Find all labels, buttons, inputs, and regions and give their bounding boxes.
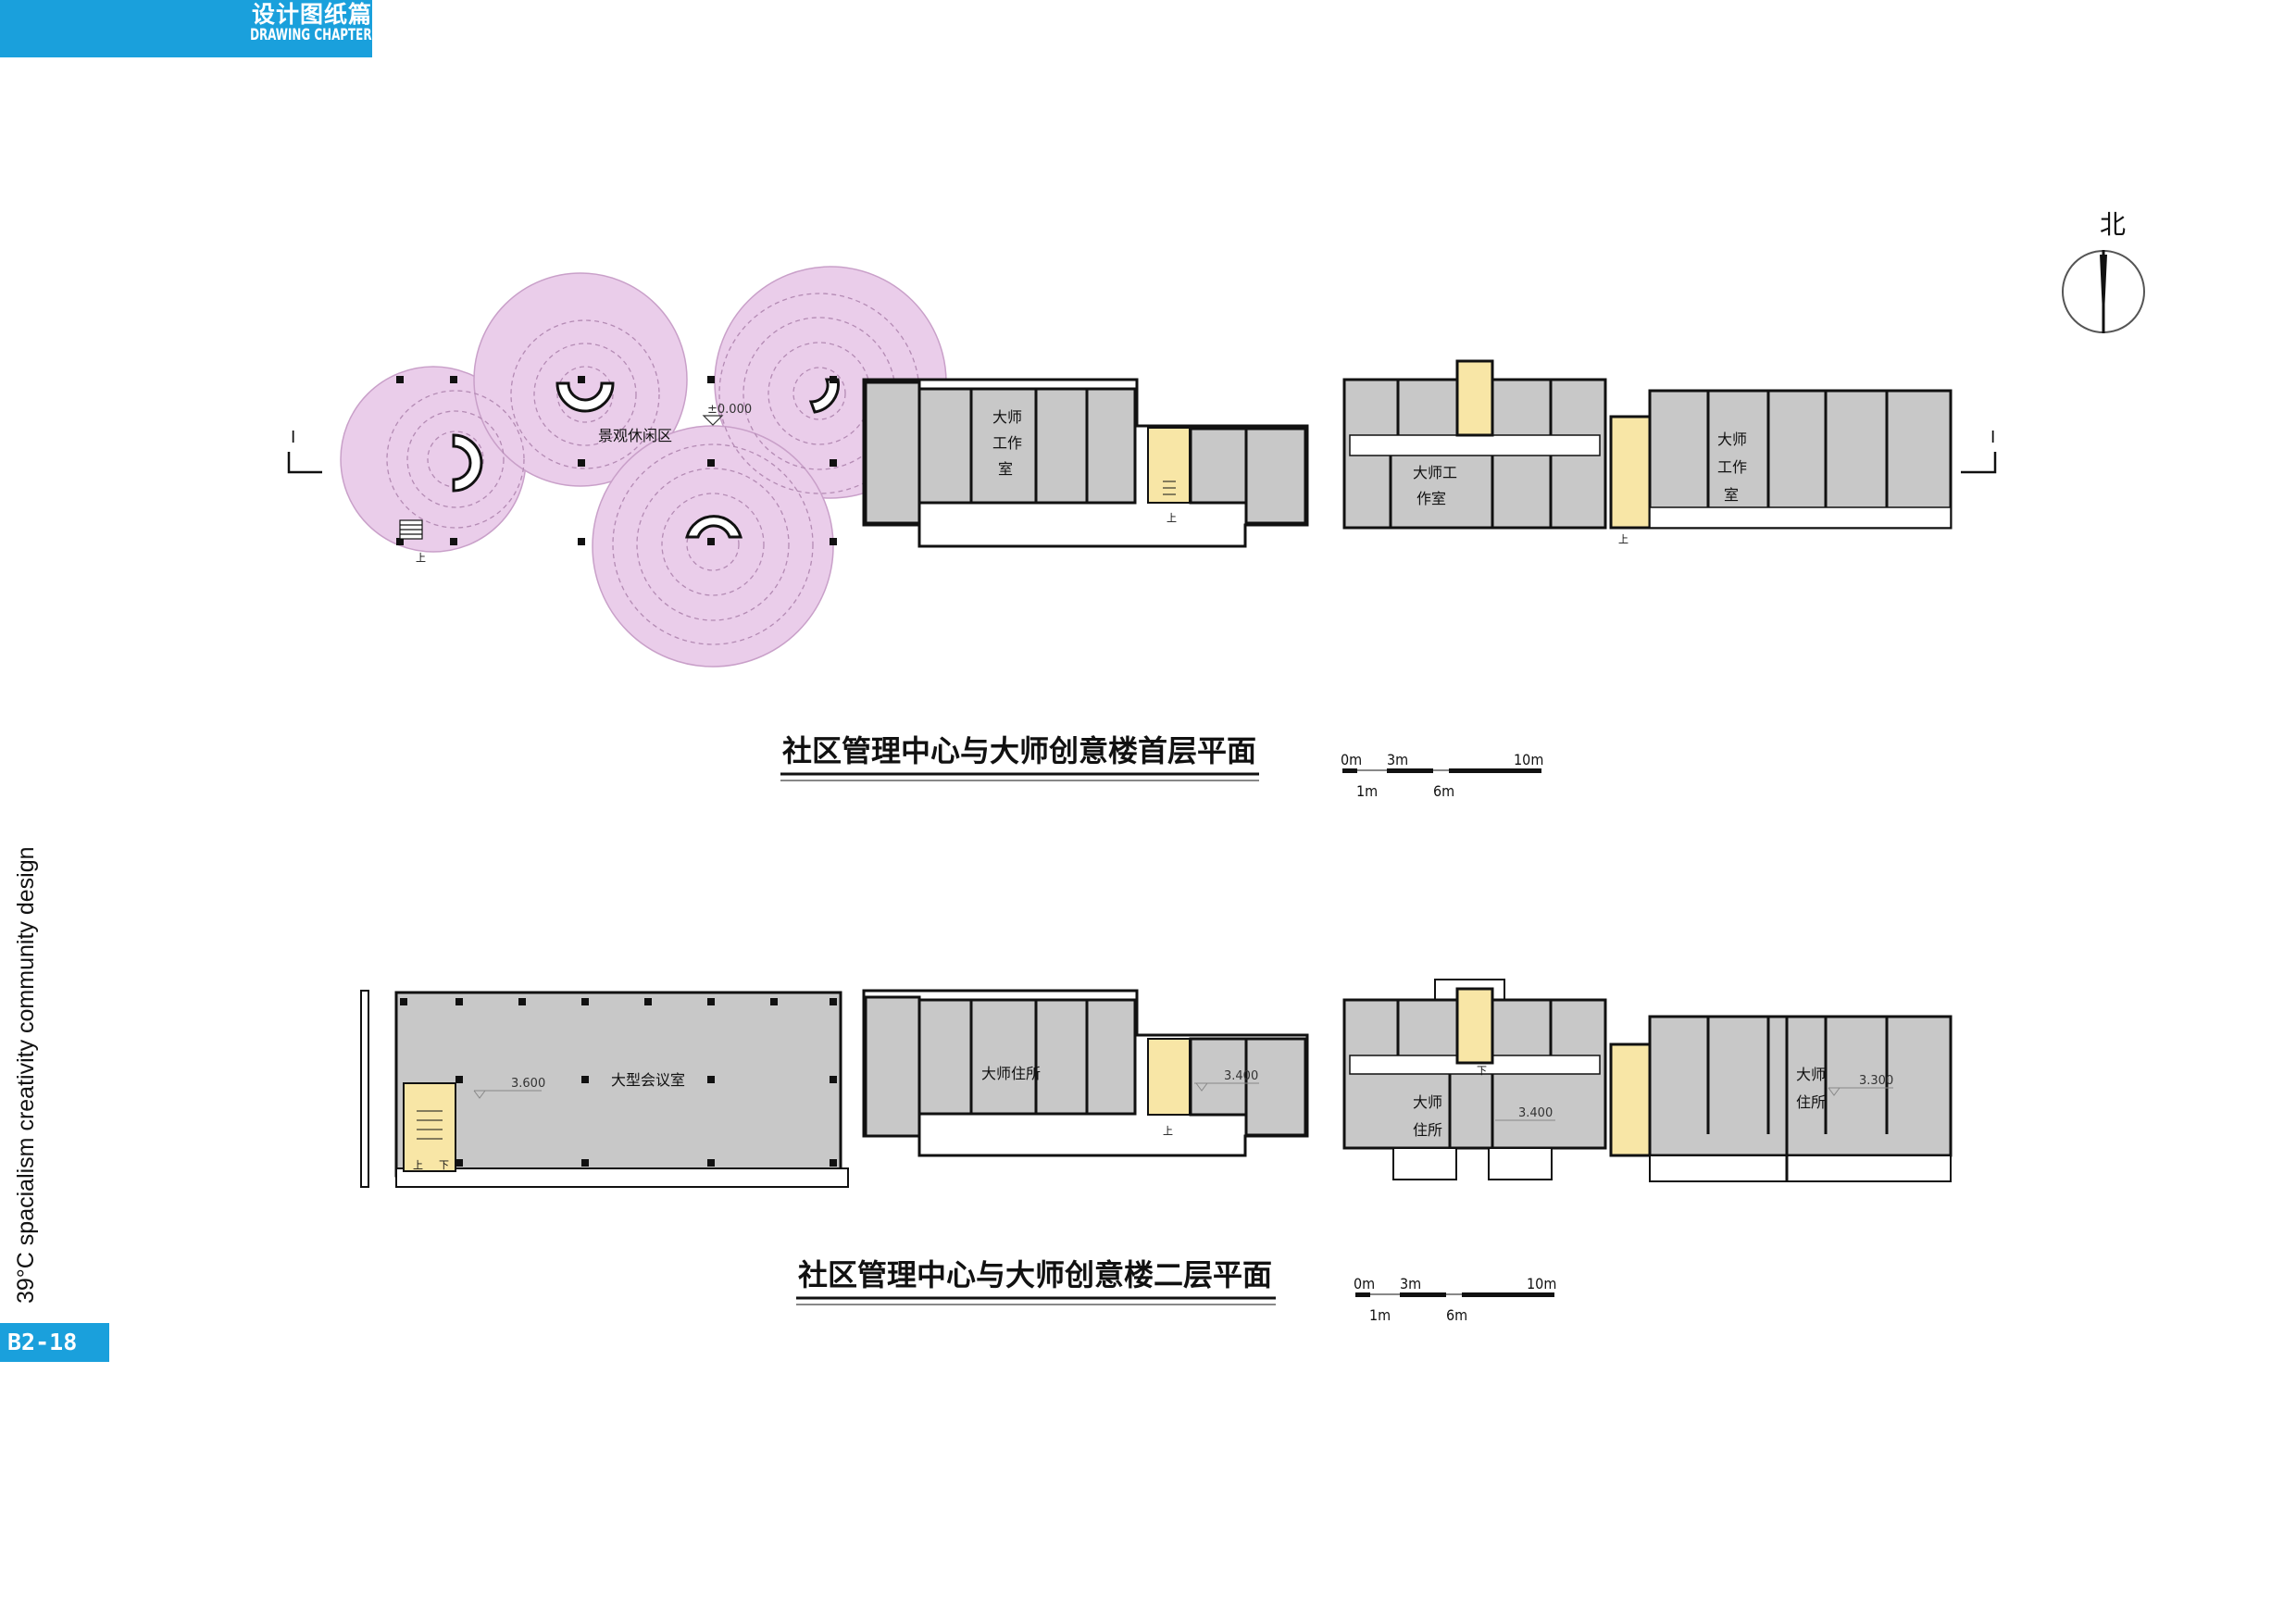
room (864, 381, 921, 525)
studio-label-line1: 大师 (992, 408, 1022, 426)
corridor (1649, 506, 1952, 529)
residence-label-line2: 住所 (1413, 1121, 1442, 1139)
room (864, 995, 921, 1138)
curved-bench (685, 515, 742, 539)
room (917, 387, 973, 505)
elevation-label: 3.300 (1859, 1074, 1893, 1088)
ground-building-c: 上 大师 工作 室 (1609, 389, 1953, 545)
scale-label: 0m (1354, 1275, 1375, 1292)
curved-bench (452, 433, 483, 493)
section-marker-left-label: I (291, 428, 295, 447)
scale-label: 1m (1369, 1306, 1391, 1324)
scale-label: 10m (1514, 751, 1543, 768)
ground-floor-title: 社区管理中心与大师创意楼首层平面 (782, 733, 1256, 768)
scale-label: 3m (1387, 751, 1408, 768)
north-label: 北 (2100, 209, 2126, 240)
elevation-label: 3.400 (1518, 1106, 1553, 1120)
elevation-label: 3.400 (1224, 1069, 1258, 1083)
stair-core (403, 1082, 456, 1172)
scale-label: 10m (1527, 1275, 1556, 1292)
stair-core (1609, 1042, 1652, 1157)
stair-core (1147, 427, 1191, 504)
residence-label-line1: 大师 (1413, 1093, 1442, 1111)
studio-label-line2: 工作 (1717, 458, 1747, 476)
master-studio-room (969, 387, 1038, 505)
room (1244, 1037, 1307, 1137)
ground-elevation: ±0.000 (707, 403, 752, 417)
second-building-d: 3.300 大师 住所 (1609, 1015, 1953, 1182)
studio-label-line1: 大师 (1717, 431, 1747, 448)
stair-core (1455, 359, 1494, 437)
corridor (1349, 434, 1601, 456)
stair-core (1609, 415, 1652, 530)
room (1189, 427, 1248, 505)
scale-label: 1m (1356, 782, 1378, 800)
chapter-title-cn: 设计图纸篇 (251, 1, 372, 28)
stair-core (1455, 987, 1494, 1065)
curved-bench (808, 378, 840, 414)
section-marker-right: I (1961, 428, 1997, 474)
section-marker-right-label: I (1990, 428, 1995, 447)
residence-label-line2: 住所 (1796, 1093, 1826, 1111)
scale-label: 3m (1400, 1275, 1421, 1292)
landscape-label: 景观休闲区 (598, 427, 672, 444)
second-building-a: 上 下 3.600 大型会议室 (360, 990, 849, 1188)
room (1085, 998, 1137, 1116)
landscape-area: 上 景观休闲区 ±0.000 (340, 266, 947, 668)
stair-core (1147, 1038, 1191, 1116)
studio-label-line3: 室 (998, 460, 1013, 478)
stair-up-label: 上 (1163, 1125, 1173, 1137)
curved-bench (555, 381, 615, 413)
studio-label-line2: 工作 (992, 434, 1022, 452)
studio-label-line3: 室 (1724, 486, 1739, 504)
stair-up-label: 上 (1618, 533, 1628, 545)
stair-down-label: 下 (1477, 1065, 1487, 1077)
studio-label-line1: 大师工 (1413, 464, 1457, 481)
second-floor-title: 社区管理中心与大师创意楼二层平面 (798, 1257, 1272, 1292)
room (917, 998, 973, 1116)
second-building-c: 下 3.400 大师 住所 (1342, 979, 1607, 1180)
room (1034, 998, 1089, 1116)
balcony (1649, 1155, 1952, 1182)
header-tab: 设计图纸篇 DRAWING CHAPTER (0, 0, 372, 57)
conference-room (394, 991, 842, 1178)
stair-up-label: 上 (1167, 512, 1177, 524)
section-marker-left: I (287, 428, 322, 474)
page-number: B2-18 (0, 1323, 109, 1362)
scale-bar-second: 0m 3m 10m 1m 6m (1354, 1275, 1556, 1324)
ground-building-b: 大师工 作室 (1342, 359, 1607, 530)
scale-label: 0m (1341, 751, 1362, 768)
residence-room (969, 998, 1038, 1116)
residence-label-line1: 大师 (1796, 1066, 1826, 1083)
stair-down-label: 下 (439, 1159, 449, 1171)
room (1085, 387, 1137, 505)
stair-up-label: 上 (416, 552, 426, 564)
ground-building-a: 上 大师 工作 室 (862, 378, 1309, 548)
chapter-title-en: DRAWING CHAPTER (250, 26, 372, 44)
elevation-label: 3.600 (511, 1077, 545, 1091)
landscape-circle (592, 425, 834, 668)
studio-label-line2: 作室 (1416, 490, 1446, 507)
north-arrow: 北 (2062, 209, 2145, 333)
scale-label: 6m (1446, 1306, 1467, 1324)
room (1244, 427, 1307, 525)
conference-room-label: 大型会议室 (611, 1071, 685, 1089)
scale-label: 6m (1433, 782, 1454, 800)
scale-bar-ground: 0m 3m 10m 1m 6m (1341, 751, 1543, 800)
residence-label: 大师住所 (981, 1065, 1041, 1082)
second-building-b: 上 3.400 大师住所 (862, 989, 1309, 1157)
stair-up-label: 上 (413, 1159, 423, 1171)
room (1034, 387, 1089, 505)
